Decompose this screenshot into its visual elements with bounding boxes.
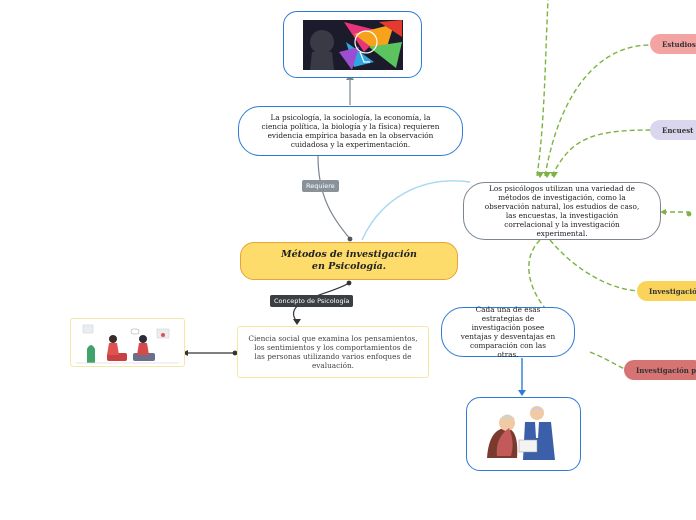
counseling-illustration [466,397,581,471]
arrow-down-icon [293,319,301,325]
empirical-evidence-note[interactable]: La psicología, la sociología, la economí… [238,106,463,156]
counseling-icon [487,406,555,460]
methods-note[interactable]: Los psicólogos utilizan una variedad de … [463,182,661,240]
link-dot [347,236,353,242]
pill-experimental[interactable]: Investigación p [624,360,696,380]
central-topic[interactable]: Métodos de investigación en Psicología. [240,242,458,280]
strategies-text: Cada una de esas estrategias de investig… [460,304,556,360]
methods-text: Los psicólogos utilizan una variedad de … [484,183,640,239]
brain-icon [303,20,403,70]
people-illustration [70,318,185,367]
pill-encuestas[interactable]: Encuest [650,120,696,140]
pill-estudios[interactable]: Estudios [650,34,696,54]
tag-concepto[interactable]: Concepto de Psicología [270,295,354,307]
link-central-to-methods [361,180,471,241]
concept-text: Ciencia social que examina los pensamien… [248,333,418,371]
strategies-note[interactable]: Cada una de esas estrategias de investig… [441,304,575,360]
tag-requiere[interactable]: Requiere [302,180,339,192]
pill-correlacional[interactable]: Investigació [637,281,696,301]
brain-illustration [283,11,422,78]
concept-note[interactable]: Ciencia social que examina los pensamien… [237,326,429,378]
central-topic-title: Métodos de investigación en Psicología. [281,249,417,272]
empirical-evidence-text: La psicología, la sociología, la economí… [261,112,440,150]
people-talking-icon [76,324,179,364]
link-central-to-note [317,155,351,240]
